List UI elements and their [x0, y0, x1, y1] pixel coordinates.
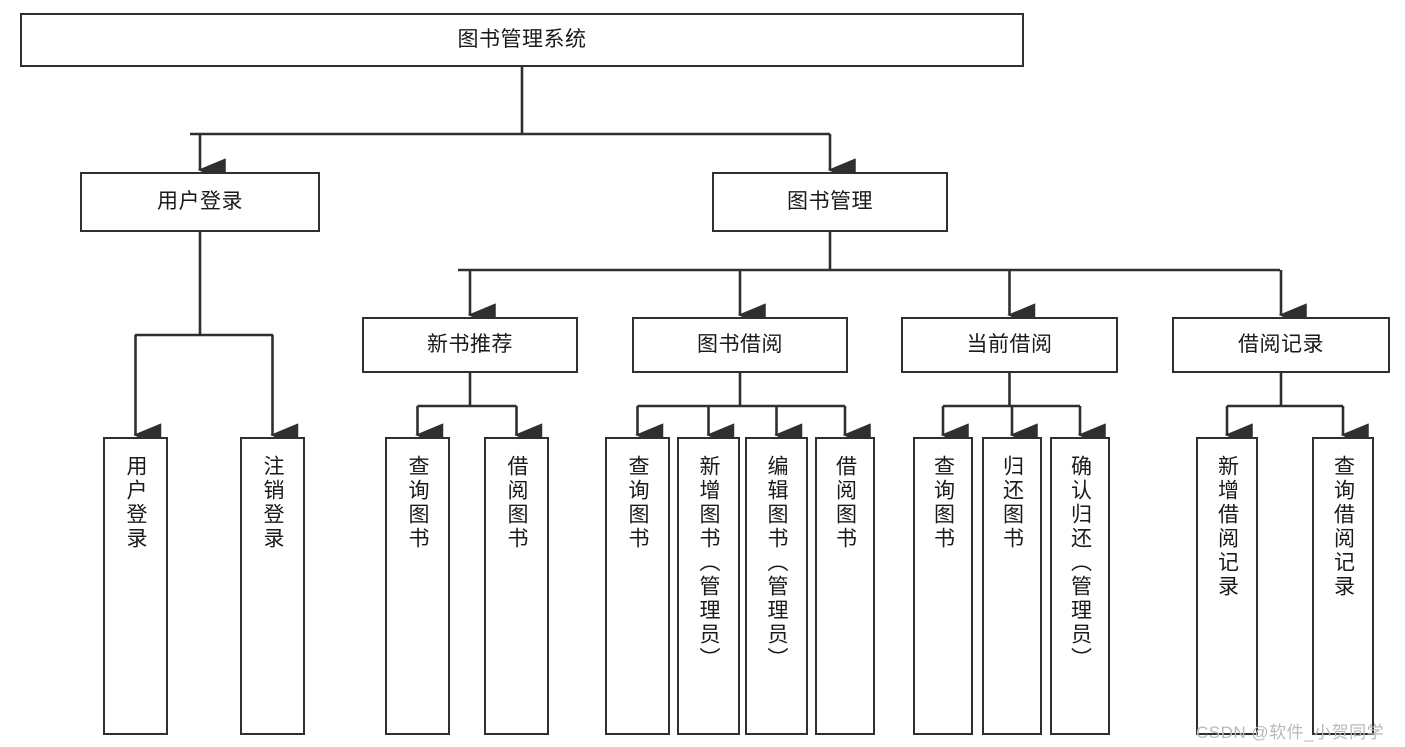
node-label: 查询图书: [626, 455, 649, 551]
node-leaf-return-book[interactable]: 归还图书: [982, 437, 1042, 735]
node-user-login[interactable]: 用户登录: [80, 172, 320, 232]
node-label: 借阅图书: [505, 455, 528, 551]
node-leaf-borrow-book[interactable]: 借阅图书: [815, 437, 875, 735]
node-book-management[interactable]: 图书管理: [712, 172, 948, 232]
node-label: 注销登录: [261, 455, 284, 551]
node-leaf-user-login[interactable]: 用户登录: [103, 437, 168, 735]
node-label: 查询图书: [931, 455, 955, 551]
node-label: 当前借阅: [966, 333, 1053, 357]
node-label: 确认归还（管理员）: [1068, 455, 1092, 671]
node-leaf-user-logout[interactable]: 注销登录: [240, 437, 305, 735]
node-leaf-query-book-recommend[interactable]: 查询图书: [385, 437, 450, 735]
csdn-watermark: CSDN @软件_小贺同学: [1196, 723, 1385, 742]
node-leaf-edit-book-admin[interactable]: 编辑图书（管理员）: [745, 437, 808, 735]
node-book-borrow[interactable]: 图书借阅: [632, 317, 848, 373]
node-label: 图书管理系统: [457, 28, 587, 52]
node-label: 新增图书（管理员）: [697, 455, 720, 671]
node-label: 借阅图书: [833, 455, 857, 551]
node-label: 图书借阅: [697, 333, 783, 357]
node-root[interactable]: 图书管理系统: [20, 13, 1024, 67]
node-current-borrow[interactable]: 当前借阅: [901, 317, 1118, 373]
node-leaf-query-book-current[interactable]: 查询图书: [913, 437, 973, 735]
node-label: 用户登录: [124, 455, 147, 551]
node-label: 新书推荐: [427, 333, 513, 357]
node-new-book-recommend[interactable]: 新书推荐: [362, 317, 578, 373]
node-leaf-add-book-admin[interactable]: 新增图书（管理员）: [677, 437, 740, 735]
node-label: 查询图书: [406, 455, 429, 551]
node-leaf-add-borrow-record[interactable]: 新增借阅记录: [1196, 437, 1258, 735]
node-label: 编辑图书（管理员）: [765, 455, 788, 671]
node-borrow-records[interactable]: 借阅记录: [1172, 317, 1390, 373]
node-label: 用户登录: [157, 190, 243, 214]
node-leaf-query-borrow-record[interactable]: 查询借阅记录: [1312, 437, 1374, 735]
node-leaf-borrow-book-recommend[interactable]: 借阅图书: [484, 437, 549, 735]
node-label: 查询借阅记录: [1331, 455, 1355, 599]
node-leaf-confirm-return-admin[interactable]: 确认归还（管理员）: [1050, 437, 1110, 735]
node-label: 借阅记录: [1238, 333, 1324, 357]
node-label: 归还图书: [1000, 455, 1024, 551]
node-leaf-query-book-borrow[interactable]: 查询图书: [605, 437, 670, 735]
node-label: 新增借阅记录: [1215, 455, 1239, 599]
node-label: 图书管理: [787, 190, 873, 214]
